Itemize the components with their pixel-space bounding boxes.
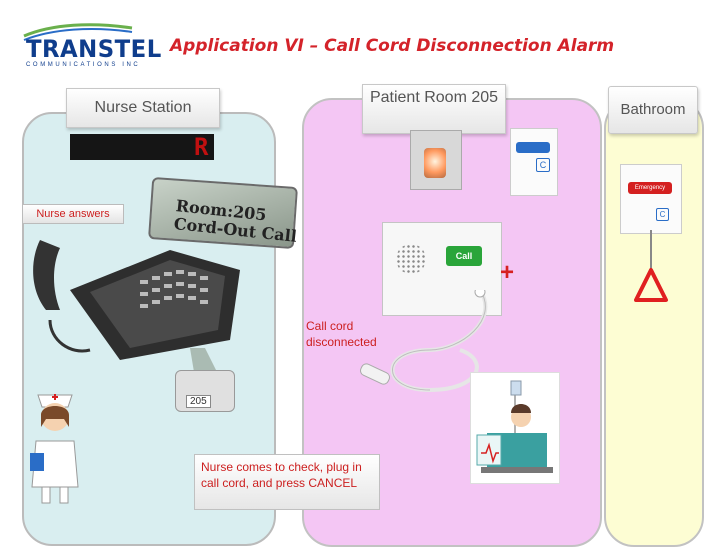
slide-title: Application VI – Call Cord Disconnection… — [170, 36, 615, 56]
pull-handle-triangle-icon — [634, 268, 668, 302]
nurse-figure-icon — [30, 394, 79, 504]
bathroom-pull-plate — [620, 164, 682, 234]
call-cord-disconnected-note: Call cord disconnected — [306, 319, 377, 349]
desk-phone-icon — [33, 240, 240, 370]
dome-light-glow — [424, 148, 446, 178]
bathroom-pull-cord — [650, 230, 652, 270]
transtel-logo — [23, 23, 133, 41]
logo-wordmark: TRANSTEL — [26, 35, 162, 63]
patient-room-label: Patient Room 205 — [362, 84, 506, 134]
emergency-button: Emergency — [628, 182, 672, 194]
console-room-number: 205 — [186, 395, 211, 408]
medical-cross-icon: + — [500, 259, 515, 286]
bathroom-label: Bathroom — [608, 86, 698, 134]
speaker-grille-icon — [396, 244, 426, 274]
pull-cord-plate-cancel-key: C — [536, 158, 550, 172]
call-cord-icon — [360, 290, 488, 393]
nurse-station-label: Nurse Station — [66, 88, 220, 128]
pull-cord-plate — [510, 128, 558, 196]
led-display — [70, 134, 214, 160]
pull-cord-plate-button — [516, 142, 550, 153]
nurse-task-note: Nurse comes to check, plug in call cord,… — [194, 454, 380, 510]
logo-subtitle: COMMUNICATIONS INC — [26, 62, 141, 68]
bathroom-cancel-key: C — [656, 208, 669, 221]
station-call-button: Call — [446, 246, 482, 266]
led-display-char: R — [194, 133, 209, 161]
nurse-answers-label: Nurse answers — [22, 204, 124, 224]
patient-in-bed-icon — [470, 372, 560, 484]
